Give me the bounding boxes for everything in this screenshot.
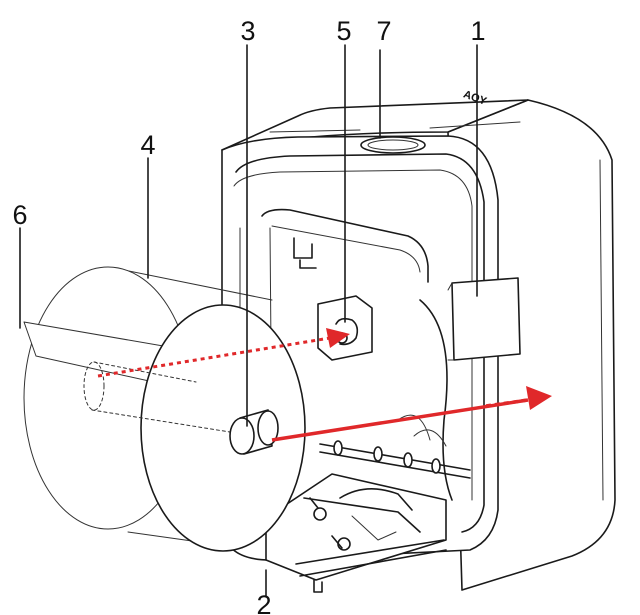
callout-labels: 1 2 3 4 5 6 7 [12,16,485,615]
spindle-knob [229,409,279,455]
paper-roll [23,266,306,552]
callout-6: 6 [12,200,27,230]
leader-lines [19,44,478,597]
callout-2: 2 [256,590,271,615]
callout-7: 7 [376,16,391,46]
callout-4: 4 [140,130,155,160]
spindle-arrowhead [526,386,552,410]
callout-3: 3 [240,16,255,46]
callout-5: 5 [336,16,351,46]
insert-arrows [97,328,552,442]
spindle-arrow [271,398,529,442]
roll-core-arrowhead [326,328,350,348]
spindle-arrow-dashed [485,398,529,408]
roll-core-arrow [97,336,331,378]
callout-1: 1 [470,16,485,46]
paper-compartment [239,208,471,593]
